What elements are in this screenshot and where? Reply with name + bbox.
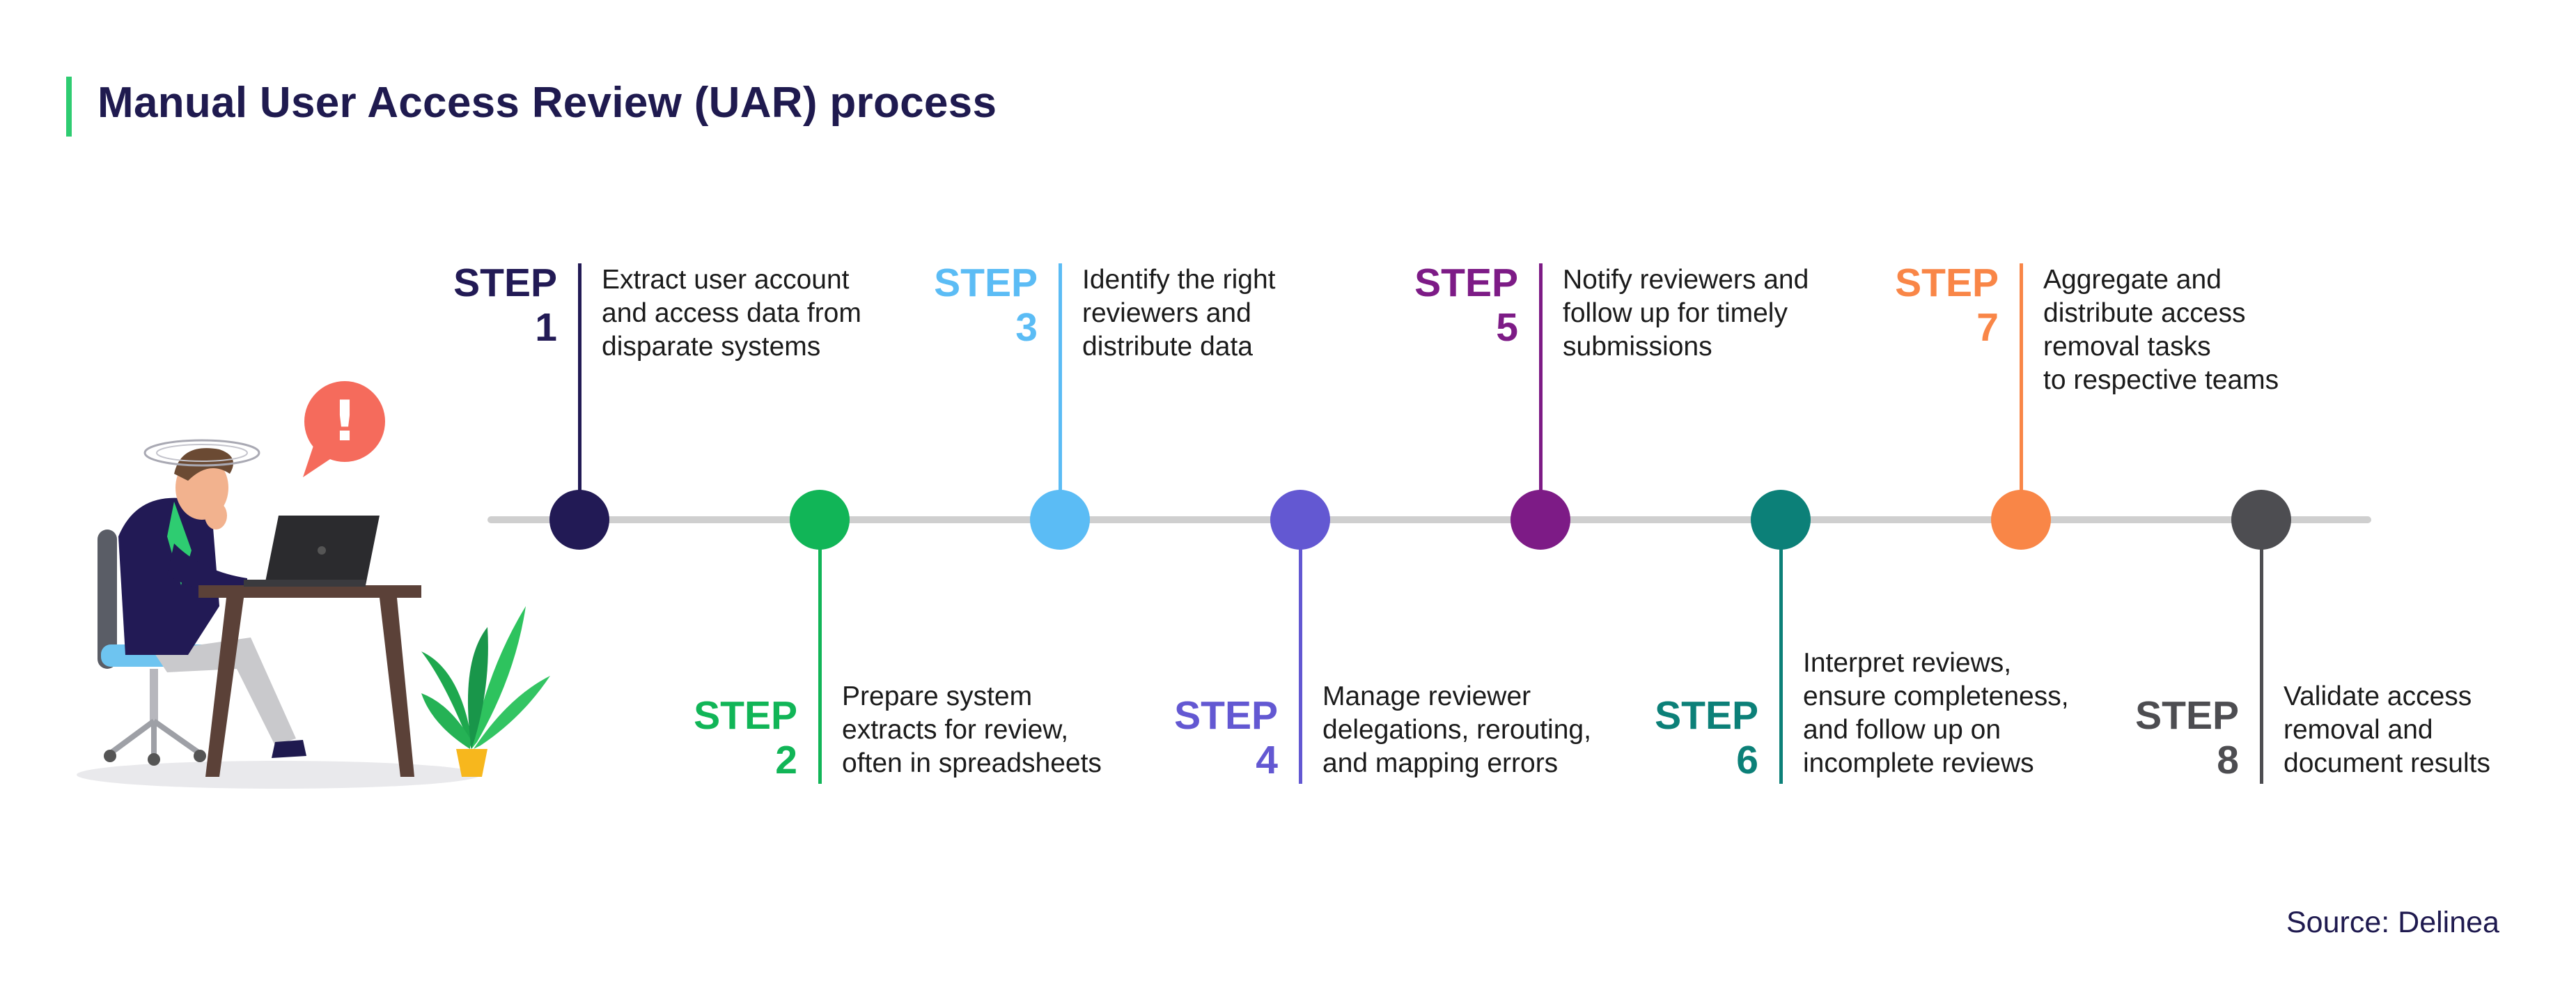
step-description-line: delegations, rerouting, bbox=[1322, 715, 1591, 745]
step-2-dot bbox=[790, 490, 850, 550]
step-6-dot bbox=[1751, 490, 1811, 550]
step-description-line: Manage reviewer bbox=[1322, 681, 1531, 711]
step-description-line: and follow up on bbox=[1803, 715, 2001, 745]
step-description-line: incomplete reviews bbox=[1803, 748, 2034, 778]
step-description-line: Notify reviewers and bbox=[1563, 265, 1809, 295]
step-description-line: removal tasks bbox=[2043, 332, 2211, 362]
step-description-line: and access data from bbox=[602, 298, 861, 328]
step-number: 8 bbox=[2217, 738, 2239, 782]
step-3-stem bbox=[1059, 263, 1062, 520]
step-word: STEP bbox=[1174, 693, 1278, 738]
step-description-line: Validate access bbox=[2284, 681, 2472, 711]
step-word: STEP bbox=[1414, 261, 1518, 305]
step-5-stem bbox=[1539, 263, 1543, 520]
step-3-dot bbox=[1030, 490, 1090, 550]
alert-bubble-icon: ! bbox=[303, 381, 385, 477]
step-6-description: Interpret reviews,ensure completeness, an… bbox=[1803, 647, 2102, 780]
step-number: 2 bbox=[775, 738, 797, 782]
floor-shadow bbox=[77, 761, 481, 789]
desk-icon bbox=[198, 585, 421, 777]
step-7-stem bbox=[2020, 263, 2023, 520]
step-description-line: and mapping errors bbox=[1322, 748, 1559, 778]
source-credit: Source: Delinea bbox=[2286, 906, 2499, 939]
step-6-stem bbox=[1779, 520, 1783, 784]
step-number: 1 bbox=[535, 305, 557, 350]
step-7-dot bbox=[1991, 490, 2051, 550]
step-word: STEP bbox=[1895, 261, 1999, 305]
step-number: 4 bbox=[1256, 738, 1278, 782]
timeline-line bbox=[487, 516, 2371, 523]
person-icon bbox=[118, 439, 306, 758]
alert-symbol: ! bbox=[332, 389, 357, 454]
step-description-line: document results bbox=[2284, 748, 2490, 778]
step-description-line: Identify the right bbox=[1082, 265, 1276, 295]
plant-icon bbox=[421, 606, 550, 777]
step-description-line: ensure completeness, bbox=[1803, 681, 2069, 711]
step-description-line: Prepare system bbox=[842, 681, 1033, 711]
title-accent-bar bbox=[66, 77, 72, 137]
step-2-stem bbox=[818, 520, 822, 784]
step-description-line: often in spreadsheets bbox=[842, 748, 1102, 778]
step-word: STEP bbox=[453, 261, 557, 305]
step-1-stem bbox=[578, 263, 581, 520]
step-number: 7 bbox=[1976, 305, 1999, 350]
step-word: STEP bbox=[694, 693, 797, 738]
step-description-line: disparate systems bbox=[602, 332, 821, 362]
step-description-line: to respective teams bbox=[2043, 365, 2279, 395]
step-description-line: Interpret reviews, bbox=[1803, 648, 2012, 678]
step-description-line: submissions bbox=[1563, 332, 1712, 362]
step-4-stem bbox=[1299, 520, 1302, 784]
step-4-dot bbox=[1270, 490, 1330, 550]
page-title: Manual User Access Review (UAR) process bbox=[97, 79, 997, 127]
step-description-line: extracts for review, bbox=[842, 715, 1069, 745]
step-description-line: distribute data bbox=[1082, 332, 1253, 362]
step-5-dot bbox=[1511, 490, 1570, 550]
laptop-icon bbox=[244, 516, 380, 587]
step-word: STEP bbox=[934, 261, 1038, 305]
step-8-stem bbox=[2260, 520, 2263, 784]
step-description-line: Aggregate and bbox=[2043, 265, 2222, 295]
step-2-description: Prepare system extracts for review,often … bbox=[842, 680, 1141, 780]
stressed-worker-illustration: ! bbox=[77, 381, 550, 789]
step-word: STEP bbox=[1655, 693, 1758, 738]
step-description-line: removal and bbox=[2284, 715, 2433, 745]
step-description-line: follow up for timely bbox=[1563, 298, 1788, 328]
step-description-line: distribute access bbox=[2043, 298, 2246, 328]
step-word: STEP bbox=[2135, 693, 2239, 738]
step-1-dot bbox=[549, 490, 609, 550]
step-number: 3 bbox=[1015, 305, 1038, 350]
step-description-line: Extract user account bbox=[602, 265, 850, 295]
step-4-description: Manage reviewer delegations, rerouting,an… bbox=[1322, 680, 1622, 780]
step-number: 5 bbox=[1496, 305, 1518, 350]
step-8-dot bbox=[2231, 490, 2291, 550]
step-number: 6 bbox=[1736, 738, 1758, 782]
step-description-line: reviewers and bbox=[1082, 298, 1251, 328]
